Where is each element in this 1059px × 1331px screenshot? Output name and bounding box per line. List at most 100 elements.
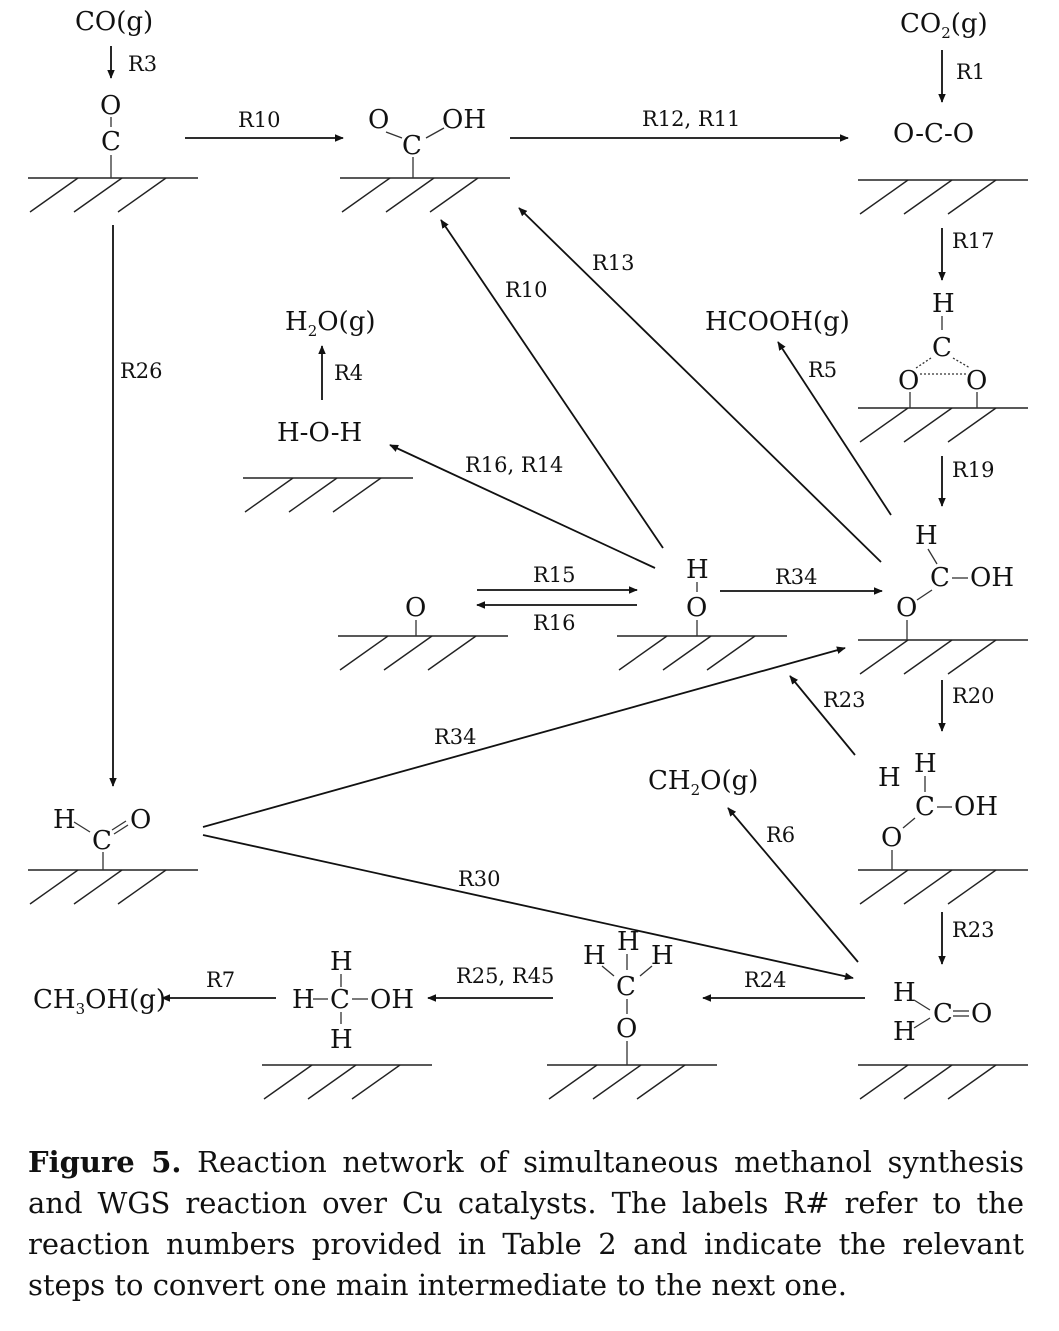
svg-text:H-O-H: H-O-H [277,418,362,448]
svg-text:H: H [914,749,937,779]
adsorbate-h2cooh: H H C OH O [878,749,998,870]
svg-text:O: O [368,105,389,135]
surface-h2cooh [858,869,1028,905]
adsorbate-formaldehyde: H H C O [893,978,992,1047]
ch2o-gas-label: CH2O(g) [648,766,758,799]
svg-text:O: O [130,805,151,835]
label-r1: R1 [956,60,985,84]
surface-ch2o [858,1064,1028,1100]
label-r16: R16 [533,611,576,635]
svg-text:H: H [292,985,315,1015]
label-r25-r45: R25, R45 [456,964,554,988]
arrow-r6 [727,807,859,963]
svg-text:C: C [402,131,422,161]
label-r10-diag: R10 [505,278,548,302]
label-r3: R3 [128,52,157,76]
surface-ch3o [547,1064,717,1100]
label-r6: R6 [766,823,795,847]
label-r15: R15 [533,563,576,587]
label-r12-r11: R12, R11 [642,107,740,131]
label-r4: R4 [334,361,363,385]
adsorbate-hcooh: H C OH O [896,521,1014,640]
arrow-r23-diag [789,675,856,756]
svg-text:C: C [930,563,950,593]
svg-text:H: H [932,289,955,319]
surface-water [243,477,413,513]
surface-hcooh [858,639,1028,675]
svg-text:C: C [101,127,121,157]
surface-formate [858,407,1028,443]
adsorbate-oh: H O [686,555,709,636]
svg-text:C: C [933,999,953,1029]
svg-text:O: O [881,823,902,853]
surface-co [28,177,198,213]
svg-text:O-C-O: O-C-O [893,119,974,149]
svg-text:C: C [932,333,952,363]
svg-text:H: H [915,521,938,551]
ch3oh-gas-label: CH3OH(g) [33,985,166,1018]
label-r23-down: R23 [952,918,995,942]
label-r34-diag: R34 [434,725,477,749]
figure-caption: Figure 5. Reaction network of simultaneo… [28,1142,1024,1306]
surface-hco [28,869,198,905]
adsorbate-methoxy: H H H C O [583,927,674,1065]
svg-text:C: C [92,826,112,856]
surface-cooh [340,177,510,213]
svg-text:O: O [896,593,917,623]
label-r5: R5 [808,358,837,382]
adsorbate-o: O [405,593,426,636]
svg-text:O: O [966,366,987,396]
adsorbate-methanol: H H C OH H [292,947,414,1055]
hcooh-gas-label: HCOOH(g) [705,307,850,337]
svg-text:C: C [915,792,935,822]
svg-text:H: H [878,763,901,793]
svg-text:H: H [617,927,640,957]
svg-text:O: O [405,593,426,623]
adsorbate-hco: H C O [53,805,151,870]
label-r26: R26 [120,359,163,383]
arrow-r16-r14 [389,444,656,569]
svg-text:H: H [583,941,606,971]
svg-text:H: H [893,978,916,1008]
svg-text:H: H [330,1025,353,1055]
svg-text:H: H [651,941,674,971]
adsorbate-water: H-O-H [277,418,362,448]
svg-text:O: O [616,1014,637,1044]
co2-gas-label: CO2(g) [900,9,988,42]
label-r34-right: R34 [775,565,818,589]
svg-text:H: H [330,947,353,977]
label-r17: R17 [952,229,995,253]
surface-o [338,635,508,671]
label-r19: R19 [952,458,995,482]
label-r30: R30 [458,867,501,891]
surface-co2 [858,179,1028,215]
label-r20: R20 [952,684,995,708]
adsorbate-formate: H C O O [898,289,987,408]
svg-text:O: O [686,593,707,623]
arrow-r10-diag [440,219,664,549]
svg-text:O: O [898,366,919,396]
svg-text:O: O [100,91,121,121]
h2o-gas-label: H2O(g) [285,307,375,340]
label-r16-r14: R16, R14 [465,453,563,477]
label-r13: R13 [592,251,635,275]
svg-text:OH: OH [370,985,414,1015]
arrow-r30 [202,834,854,980]
svg-text:O: O [971,999,992,1029]
svg-text:C: C [616,972,636,1002]
label-r23-diag: R23 [823,688,866,712]
label-r10-top: R10 [238,108,281,132]
adsorbate-cooh: O C OH [368,105,486,178]
surface-ch3oh [262,1064,432,1100]
label-r7: R7 [206,968,235,992]
adsorbate-co: O C [100,91,121,178]
reaction-network-diagram: CO(g) CO2(g) H2O(g) HCOOH(g) CH2O(g) CH3… [28,7,1028,1100]
label-r24: R24 [744,968,787,992]
svg-text:H: H [893,1017,916,1047]
svg-text:OH: OH [954,792,998,822]
figure-caption-label: Figure 5. [28,1145,182,1179]
svg-text:OH: OH [442,105,486,135]
svg-text:C: C [330,985,350,1015]
svg-text:OH: OH [970,563,1014,593]
svg-text:H: H [53,805,76,835]
